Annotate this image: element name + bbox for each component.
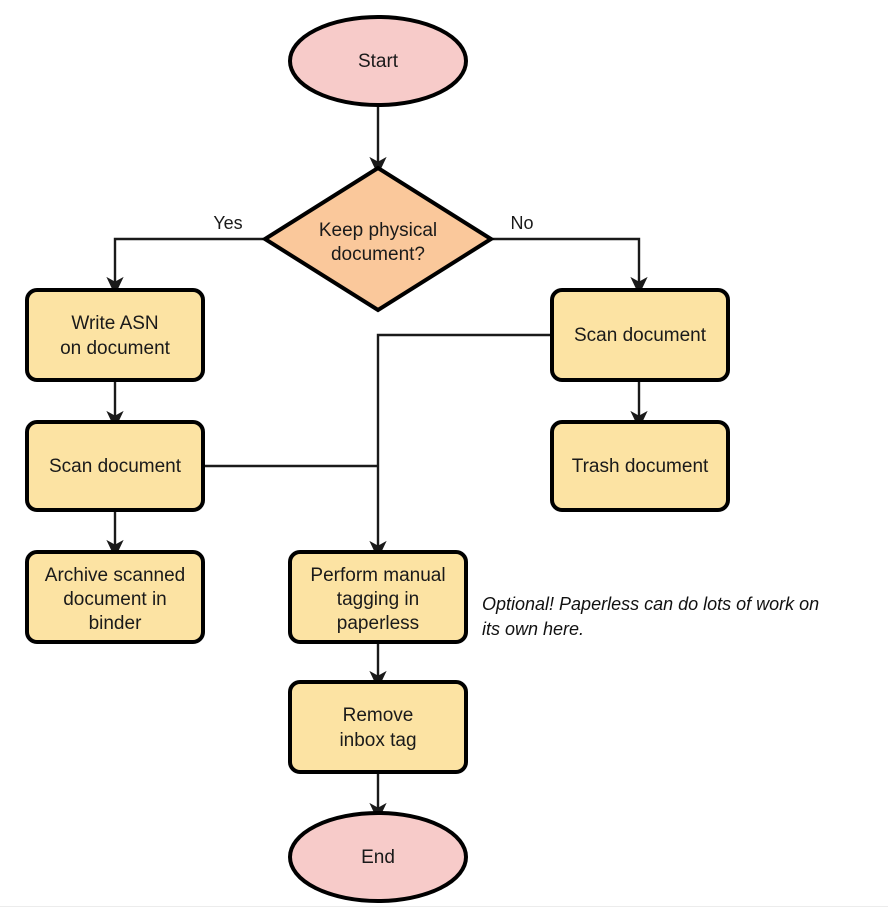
node-scan-document-right[interactable]: Scan document bbox=[550, 288, 730, 382]
node-archive-label-line3: binder bbox=[89, 613, 142, 634]
edge-decision-yes-to-write-asn bbox=[106, 237, 265, 296]
node-start[interactable]: Start bbox=[288, 15, 468, 107]
edge-scan-right-to-tagging bbox=[369, 333, 552, 560]
node-tagging-label-line3: paperless bbox=[337, 613, 419, 634]
node-tagging-label-line2: tagging in bbox=[337, 589, 419, 610]
node-end-label: End bbox=[361, 847, 395, 868]
edge-decision-no-to-scan-right bbox=[490, 237, 648, 296]
node-decision-label-line1: Keep physical bbox=[319, 220, 437, 241]
node-remove-inbox-tag[interactable]: Remove inbox tag bbox=[288, 680, 468, 774]
annotation-line2: its own here. bbox=[482, 619, 584, 639]
node-start-label: Start bbox=[358, 51, 399, 72]
node-write-asn-label-line1: Write ASN bbox=[71, 313, 158, 334]
node-scan-document-right-label: Scan document bbox=[574, 325, 707, 346]
node-decision-label-line2: document? bbox=[331, 244, 425, 265]
node-write-asn-label-line2: on document bbox=[60, 338, 171, 359]
node-perform-manual-tagging[interactable]: Perform manual tagging in paperless bbox=[288, 550, 468, 644]
node-archive-label-line1: Archive scanned bbox=[45, 565, 185, 586]
node-archive-label-line2: document in bbox=[63, 589, 167, 610]
node-trash-document[interactable]: Trash document bbox=[550, 420, 730, 512]
edge-label-yes: Yes bbox=[213, 213, 242, 233]
node-decision-keep-physical-document[interactable]: Keep physical document? bbox=[261, 165, 495, 313]
node-scan-document-left-label: Scan document bbox=[49, 456, 182, 477]
connector-layer bbox=[106, 101, 648, 822]
node-remove-inbox-label-line2: inbox tag bbox=[339, 730, 416, 751]
node-archive-scanned-document[interactable]: Archive scanned document in binder bbox=[25, 550, 205, 644]
node-scan-document-left[interactable]: Scan document bbox=[25, 420, 205, 512]
edge-label-no: No bbox=[510, 213, 533, 233]
node-end[interactable]: End bbox=[288, 811, 468, 903]
annotation-note: Optional! Paperless can do lots of work … bbox=[482, 594, 819, 639]
node-tagging-label-line1: Perform manual bbox=[310, 565, 445, 586]
node-write-asn-on-document[interactable]: Write ASN on document bbox=[25, 288, 205, 382]
annotation-line1: Optional! Paperless can do lots of work … bbox=[482, 594, 819, 614]
node-trash-document-label: Trash document bbox=[572, 456, 709, 477]
node-remove-inbox-label-line1: Remove bbox=[343, 705, 414, 726]
